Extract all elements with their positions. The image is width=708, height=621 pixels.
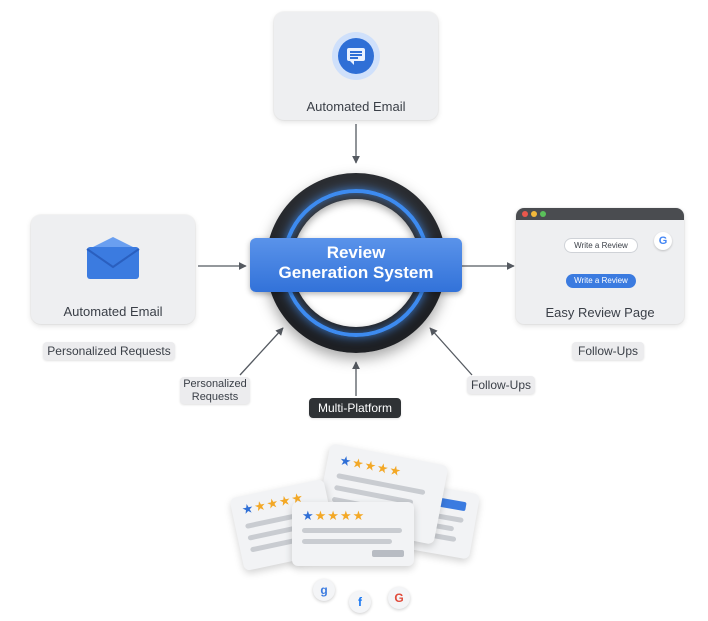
pill-personalized-requests: Personalized Requests: [43, 342, 175, 360]
arrow-lower-left: [239, 327, 284, 376]
pill-multi-platform: Multi-Platform: [309, 398, 401, 418]
left-card-label: Automated Email: [63, 304, 163, 319]
right-card: Write a Review Write a Review G Easy Rev…: [516, 208, 684, 324]
center-title-line2: Generation System: [278, 263, 434, 282]
close-dot-icon: [522, 211, 528, 217]
google-icon: G: [654, 232, 672, 250]
write-review-outline-button[interactable]: Write a Review: [564, 238, 638, 253]
browser-bar: [516, 208, 684, 220]
envelope-icon: [86, 237, 140, 281]
center-banner: Review Generation System: [250, 238, 462, 292]
review-stars: ★★★★★: [302, 508, 366, 523]
top-card: Automated Email: [274, 12, 438, 120]
write-review-filled-button[interactable]: Write a Review: [566, 274, 636, 288]
facebook-icon: f: [349, 591, 371, 613]
pill-follow-ups-right: Follow-Ups: [572, 342, 644, 360]
pill-personalized-requests-lower: Personalized Requests: [180, 377, 250, 404]
google-business-icon: g: [313, 579, 335, 601]
google-icon-small: G: [388, 587, 410, 609]
pill-follow-ups-lower: Follow-Ups: [467, 376, 535, 394]
center-title-line1: Review: [326, 243, 386, 262]
maximize-dot-icon: [540, 211, 546, 217]
review-card-front: ★★★★★: [292, 502, 414, 566]
top-card-label: Automated Email: [306, 99, 406, 114]
right-card-label: Easy Review Page: [545, 305, 655, 320]
arrow-lower-right: [429, 327, 473, 376]
minimize-dot-icon: [531, 211, 537, 217]
chat-bubble-icon: [332, 32, 380, 80]
left-card: Automated Email: [31, 215, 195, 324]
